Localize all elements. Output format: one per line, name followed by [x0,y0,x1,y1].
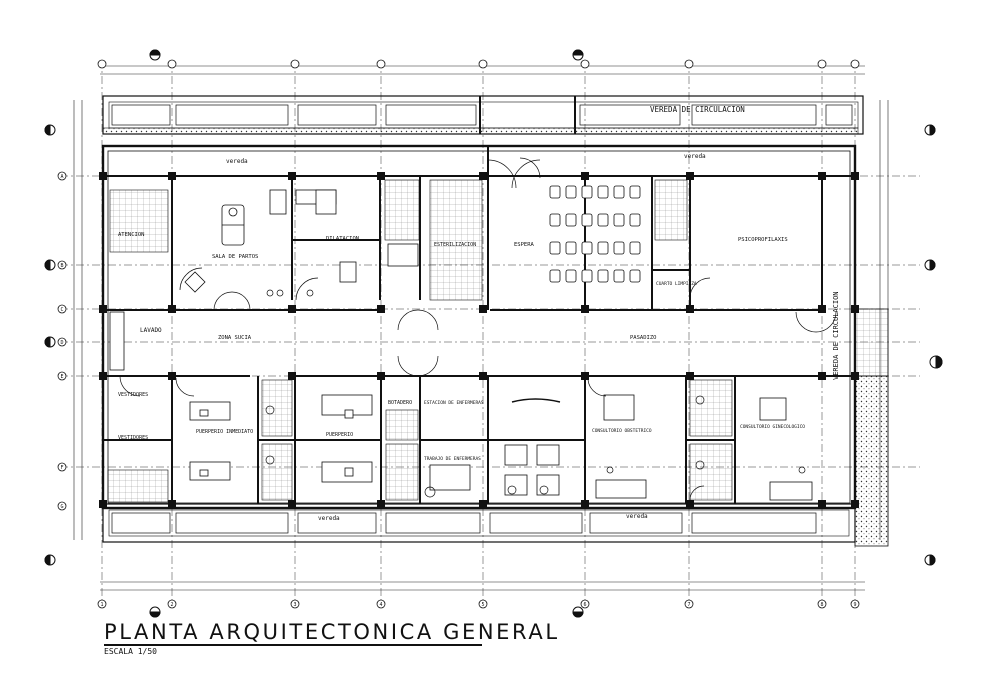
structural-columns [99,172,859,508]
room-atencion: ATENCION [118,232,145,238]
door-swings [119,157,837,501]
axis-bubbles [57,59,860,609]
vereda-right-label: VEREDA DE CIRCULACION [832,291,840,380]
svg-text:B: B [60,263,63,269]
window-frames [111,104,853,534]
vereda-right-top-label: vereda [684,153,706,160]
room-sala-partos: SALA DE PARTOS [212,254,258,260]
bottom-vereda [102,503,856,543]
room-pasadizo: PASADIZO [630,335,657,341]
vereda-left-top-label: vereda [226,158,248,165]
room-consultorio-ginecologico: CONSULTORIO GINECOLOGICO [740,424,805,430]
drawing-scale: ESCALA 1/50 [104,647,157,656]
svg-text:2: 2 [170,602,173,608]
svg-text:1: 1 [100,602,103,608]
room-esterilizacion: ESTERILIZACION [434,242,476,248]
room-espera: ESPERA [514,242,535,248]
svg-text:E: E [60,374,63,380]
svg-text:7: 7 [687,602,690,608]
exterior-paving-right [854,375,889,547]
nurse-station-counter [511,398,561,403]
title-underline [104,644,482,646]
sink-diamond [184,271,206,293]
svg-text:5: 5 [481,602,484,608]
dimension-lines [73,65,889,591]
room-labels: VEREDA DE CIRCULACION vereda vereda vere… [118,105,840,522]
room-vestidores-2: VESTIDORES [118,435,148,441]
fixtures [265,289,806,498]
vereda-top-label: VEREDA DE CIRCULACION [650,105,745,114]
vereda-bottom-right-label: vereda [626,513,648,520]
waiting-chairs [549,185,641,283]
room-dilatacion: DILATACION [326,236,359,242]
svg-text:6: 6 [583,602,586,608]
section-markers [44,49,943,618]
drawing-title: PLANTA ARQUITECTONICA GENERAL [104,620,560,644]
svg-text:3: 3 [293,602,296,608]
room-estacion-enfermeras: ESTACION DE ENFERMERAS [424,400,484,406]
room-puerperio-inmediato: PUERPERIO INMEDIATO [196,429,253,435]
svg-text:8: 8 [820,602,823,608]
room-lavado: LAVADO [140,327,162,334]
room-psicoprofilaxis: PSICOPROFILAXIS [738,237,788,243]
svg-text:D: D [60,340,63,346]
room-consultorio-obstetrico: CONSULTORIO OBSTETRICO [592,428,652,434]
svg-text:A: A [60,174,63,180]
room-puerperio: PUERPERIO [326,432,353,438]
top-vereda [102,95,864,135]
exterior-ramp [854,308,889,377]
room-trabajo-enfermeras: TRABAJO DE ENFERMERAS [424,456,481,462]
room-cuarto-limpieza: CUARTO LIMPIEZA [656,281,697,287]
svg-text:G: G [60,504,63,510]
vereda-bottom-left-label: vereda [318,515,340,522]
tiled-areas [107,179,733,503]
svg-text:4: 4 [379,602,382,608]
room-botadero: BOTADERO [388,400,412,406]
room-zona-sucia: ZONA SUCIA [218,335,252,341]
svg-text:9: 9 [853,602,856,608]
furniture [109,189,813,501]
svg-text:C: C [60,307,63,313]
delivery-bed [221,204,245,246]
svg-text:F: F [60,465,63,471]
room-vestidores-1: VESTIDORES [118,392,148,398]
axis-labels: A B C D E F G 1 2 3 4 5 6 7 8 9 [60,174,856,608]
